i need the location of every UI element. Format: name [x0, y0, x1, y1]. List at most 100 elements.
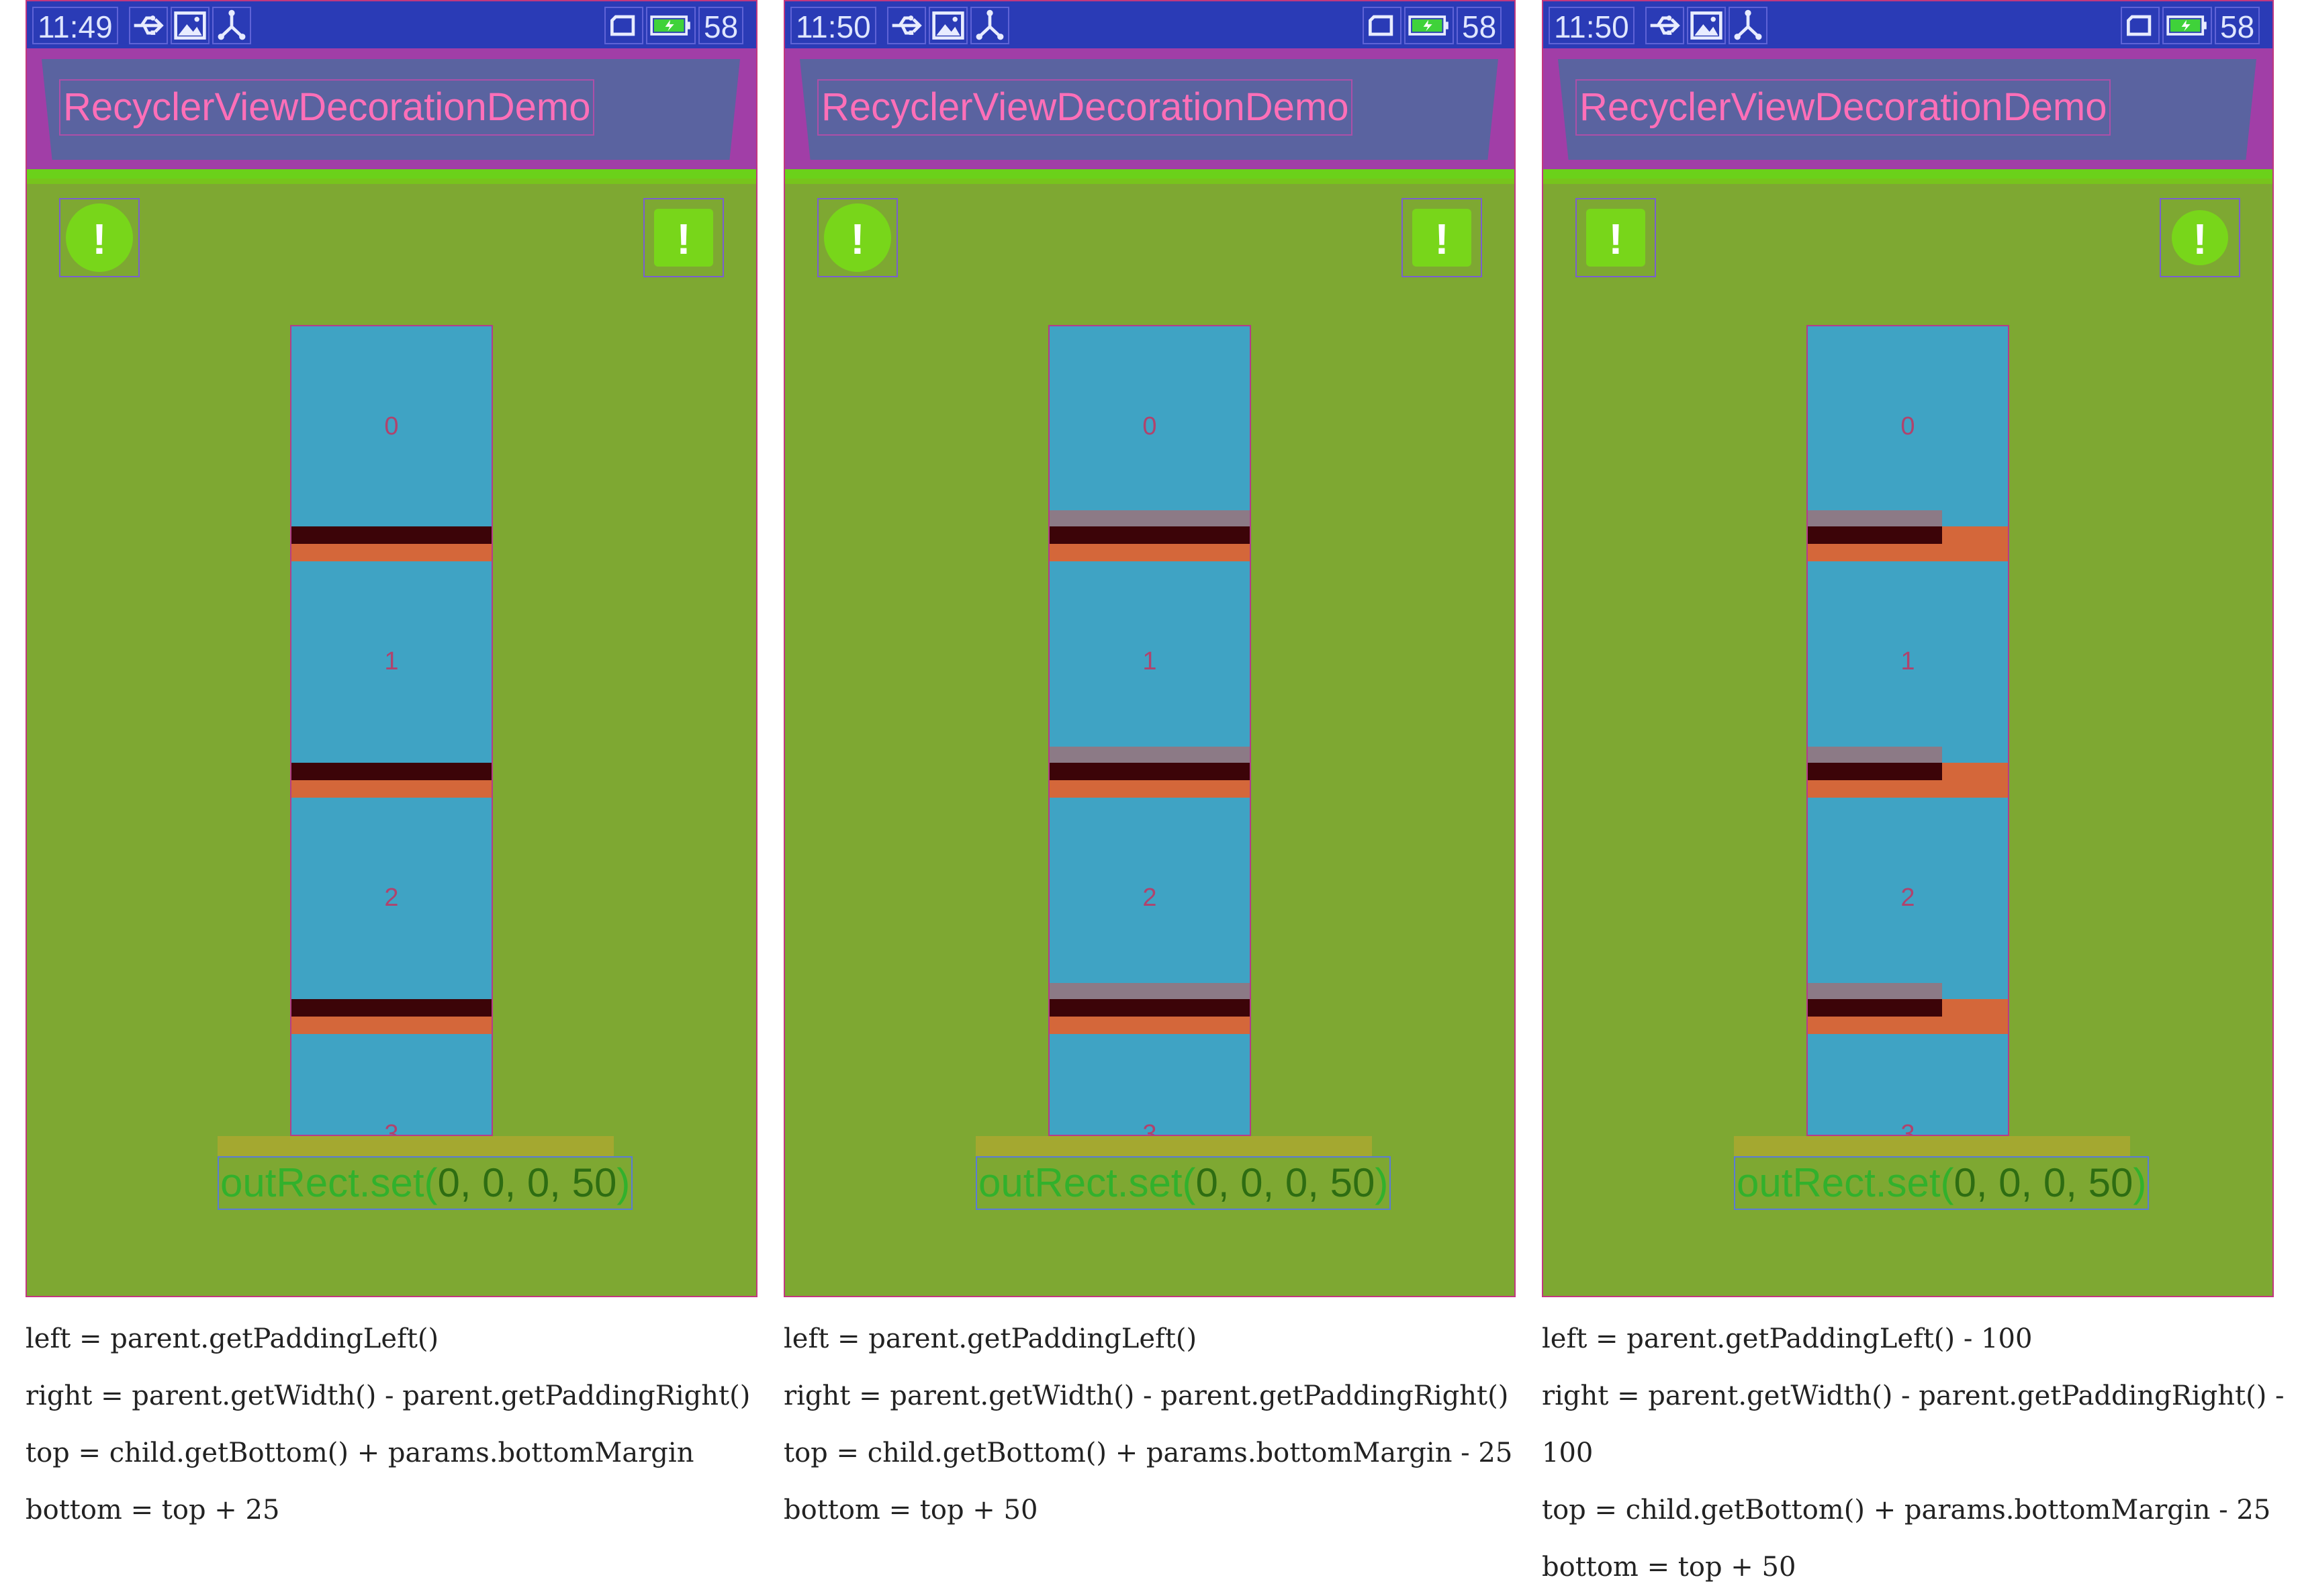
item-label: 1 [1900, 647, 1915, 675]
decoration-divider-dark [1050, 526, 1250, 544]
fab-left-background [824, 203, 891, 272]
caption-args: 0, 0, 0, 50 [437, 1160, 617, 1205]
app-title: RecyclerViewDecorationDemo [59, 79, 595, 136]
list-item[interactable]: 2 [1050, 798, 1250, 999]
decoration-divider-orange [1942, 999, 2008, 1034]
app-bar: RecyclerViewDecorationDemo [785, 48, 1514, 169]
list-item[interactable]: 0 [1050, 326, 1250, 526]
panel-2: 11:50 58 RecyclerViewDecorationDemo [784, 0, 1516, 1591]
sim-card-icon [2121, 7, 2160, 44]
status-time: 11:49 [32, 7, 118, 44]
decoration-divider-orange [291, 544, 492, 561]
status-time: 11:50 [1549, 7, 1635, 44]
exclamation-icon: ! [92, 215, 107, 263]
code-line: left = parent.getPaddingLeft() [784, 1323, 1197, 1354]
toolbar [1558, 59, 2256, 160]
fab-right[interactable]: ! [643, 198, 724, 277]
fab-left[interactable]: ! [817, 198, 898, 277]
share-icon [1729, 7, 1767, 44]
exclamation-icon: ! [1608, 215, 1623, 263]
decoration-divider-orange [1050, 544, 1250, 561]
share-icon [970, 7, 1009, 44]
exclamation-icon: ! [2193, 215, 2207, 263]
decoration-overdraw [1050, 510, 1250, 526]
code-line: top = child.getBottom() + params.bottomM… [1542, 1495, 2271, 1525]
code-line: bottom = top + 25 [26, 1495, 280, 1525]
app-bar: RecyclerViewDecorationDemo [27, 48, 756, 169]
code-line: 100 [1542, 1438, 1594, 1468]
battery-level: 58 [1457, 7, 1502, 44]
decoration-divider-dark [291, 999, 492, 1017]
code-block: left = parent.getPaddingLeft() right = p… [784, 1311, 1516, 1539]
code-line: left = parent.getPaddingLeft() - 100 [1542, 1323, 2033, 1354]
list-item[interactable]: 2 [1808, 798, 2008, 999]
fab-left[interactable]: ! [59, 198, 140, 277]
decoration-divider-orange [1942, 763, 2008, 798]
caption-background [1734, 1136, 2130, 1156]
code-line: top = child.getBottom() + params.bottomM… [26, 1438, 694, 1468]
decoration-divider-dark [1050, 999, 1250, 1017]
fab-right-background [2172, 210, 2228, 265]
fab-right[interactable]: ! [1401, 198, 1482, 277]
decoration-divider-orange [1808, 780, 1942, 798]
list-item[interactable]: 0 [291, 326, 492, 526]
share-icon [212, 7, 251, 44]
fab-right[interactable]: ! [2160, 198, 2240, 277]
item-label: 0 [1142, 412, 1157, 440]
toolbar [42, 59, 740, 160]
decoration-divider-orange [291, 780, 492, 798]
caption-close: ) [2133, 1160, 2147, 1205]
exclamation-icon: ! [676, 215, 691, 263]
recycler-view[interactable]: 0 1 2 3 [290, 325, 493, 1136]
list-item[interactable]: 3 [291, 1034, 492, 1135]
decoration-divider-dark [291, 526, 492, 544]
fab-left[interactable]: ! [1575, 198, 1656, 277]
recycler-view[interactable]: 0 1 2 3 [1806, 325, 2009, 1136]
usb-icon [129, 7, 168, 44]
usb-icon [887, 7, 926, 44]
item-label: 0 [384, 412, 399, 440]
caption-args: 0, 0, 0, 50 [1953, 1160, 2133, 1205]
list-item[interactable]: 2 [291, 798, 492, 999]
caption-label: outRect.set(0, 0, 0, 50) [976, 1156, 1391, 1210]
toolbar [800, 59, 1498, 160]
code-block: left = parent.getPaddingLeft() - 100 rig… [1542, 1311, 2285, 1596]
exclamation-icon: ! [1434, 215, 1449, 263]
caption-args: 0, 0, 0, 50 [1195, 1160, 1375, 1205]
panel-1: 11:49 58 RecyclerViewDecorationDemo [26, 0, 757, 1591]
item-label: 1 [384, 647, 399, 675]
phone-screen: 11:50 58 RecyclerViewDecorationDemo [1542, 0, 2274, 1297]
app-title: RecyclerViewDecorationDemo [1575, 79, 2111, 136]
code-line: bottom = top + 50 [1542, 1552, 1796, 1583]
decoration-overdraw [1050, 747, 1250, 763]
decoration-overdraw [1808, 510, 1942, 526]
code-block: left = parent.getPaddingLeft() right = p… [26, 1311, 757, 1539]
status-bar: 11:50 58 [1543, 1, 2272, 48]
battery-level: 58 [698, 7, 744, 44]
decoration-divider-dark [1808, 526, 1942, 544]
decoration-divider-dark [291, 763, 492, 780]
decoration-overdraw [1050, 983, 1250, 999]
item-label: 0 [1900, 412, 1915, 440]
code-line: left = parent.getPaddingLeft() [26, 1323, 439, 1354]
divider-strip-shadow [1543, 179, 2272, 184]
image-icon [1687, 7, 1726, 44]
caption-method: outRect.set( [978, 1160, 1196, 1205]
exclamation-icon: ! [850, 215, 865, 263]
list-item[interactable]: 3 [1050, 1034, 1250, 1136]
image-icon [929, 7, 968, 44]
recycler-view[interactable]: 0 1 2 3 [1048, 325, 1251, 1136]
fab-left-background [66, 203, 133, 272]
list-item[interactable]: 0 [1808, 326, 2008, 526]
list-item[interactable]: 3 [1808, 1034, 2008, 1135]
list-item[interactable]: 1 [1050, 561, 1250, 763]
fab-left-background [1586, 209, 1645, 267]
code-line: right = parent.getWidth() - parent.getPa… [784, 1380, 1509, 1411]
item-label: 2 [1142, 884, 1157, 912]
item-label: 3 [1142, 1120, 1157, 1136]
code-line: bottom = top + 50 [784, 1495, 1038, 1525]
list-item[interactable]: 1 [1808, 561, 2008, 763]
list-item[interactable]: 1 [291, 561, 492, 763]
decoration-divider-dark [1808, 999, 1942, 1017]
image-icon [171, 7, 210, 44]
